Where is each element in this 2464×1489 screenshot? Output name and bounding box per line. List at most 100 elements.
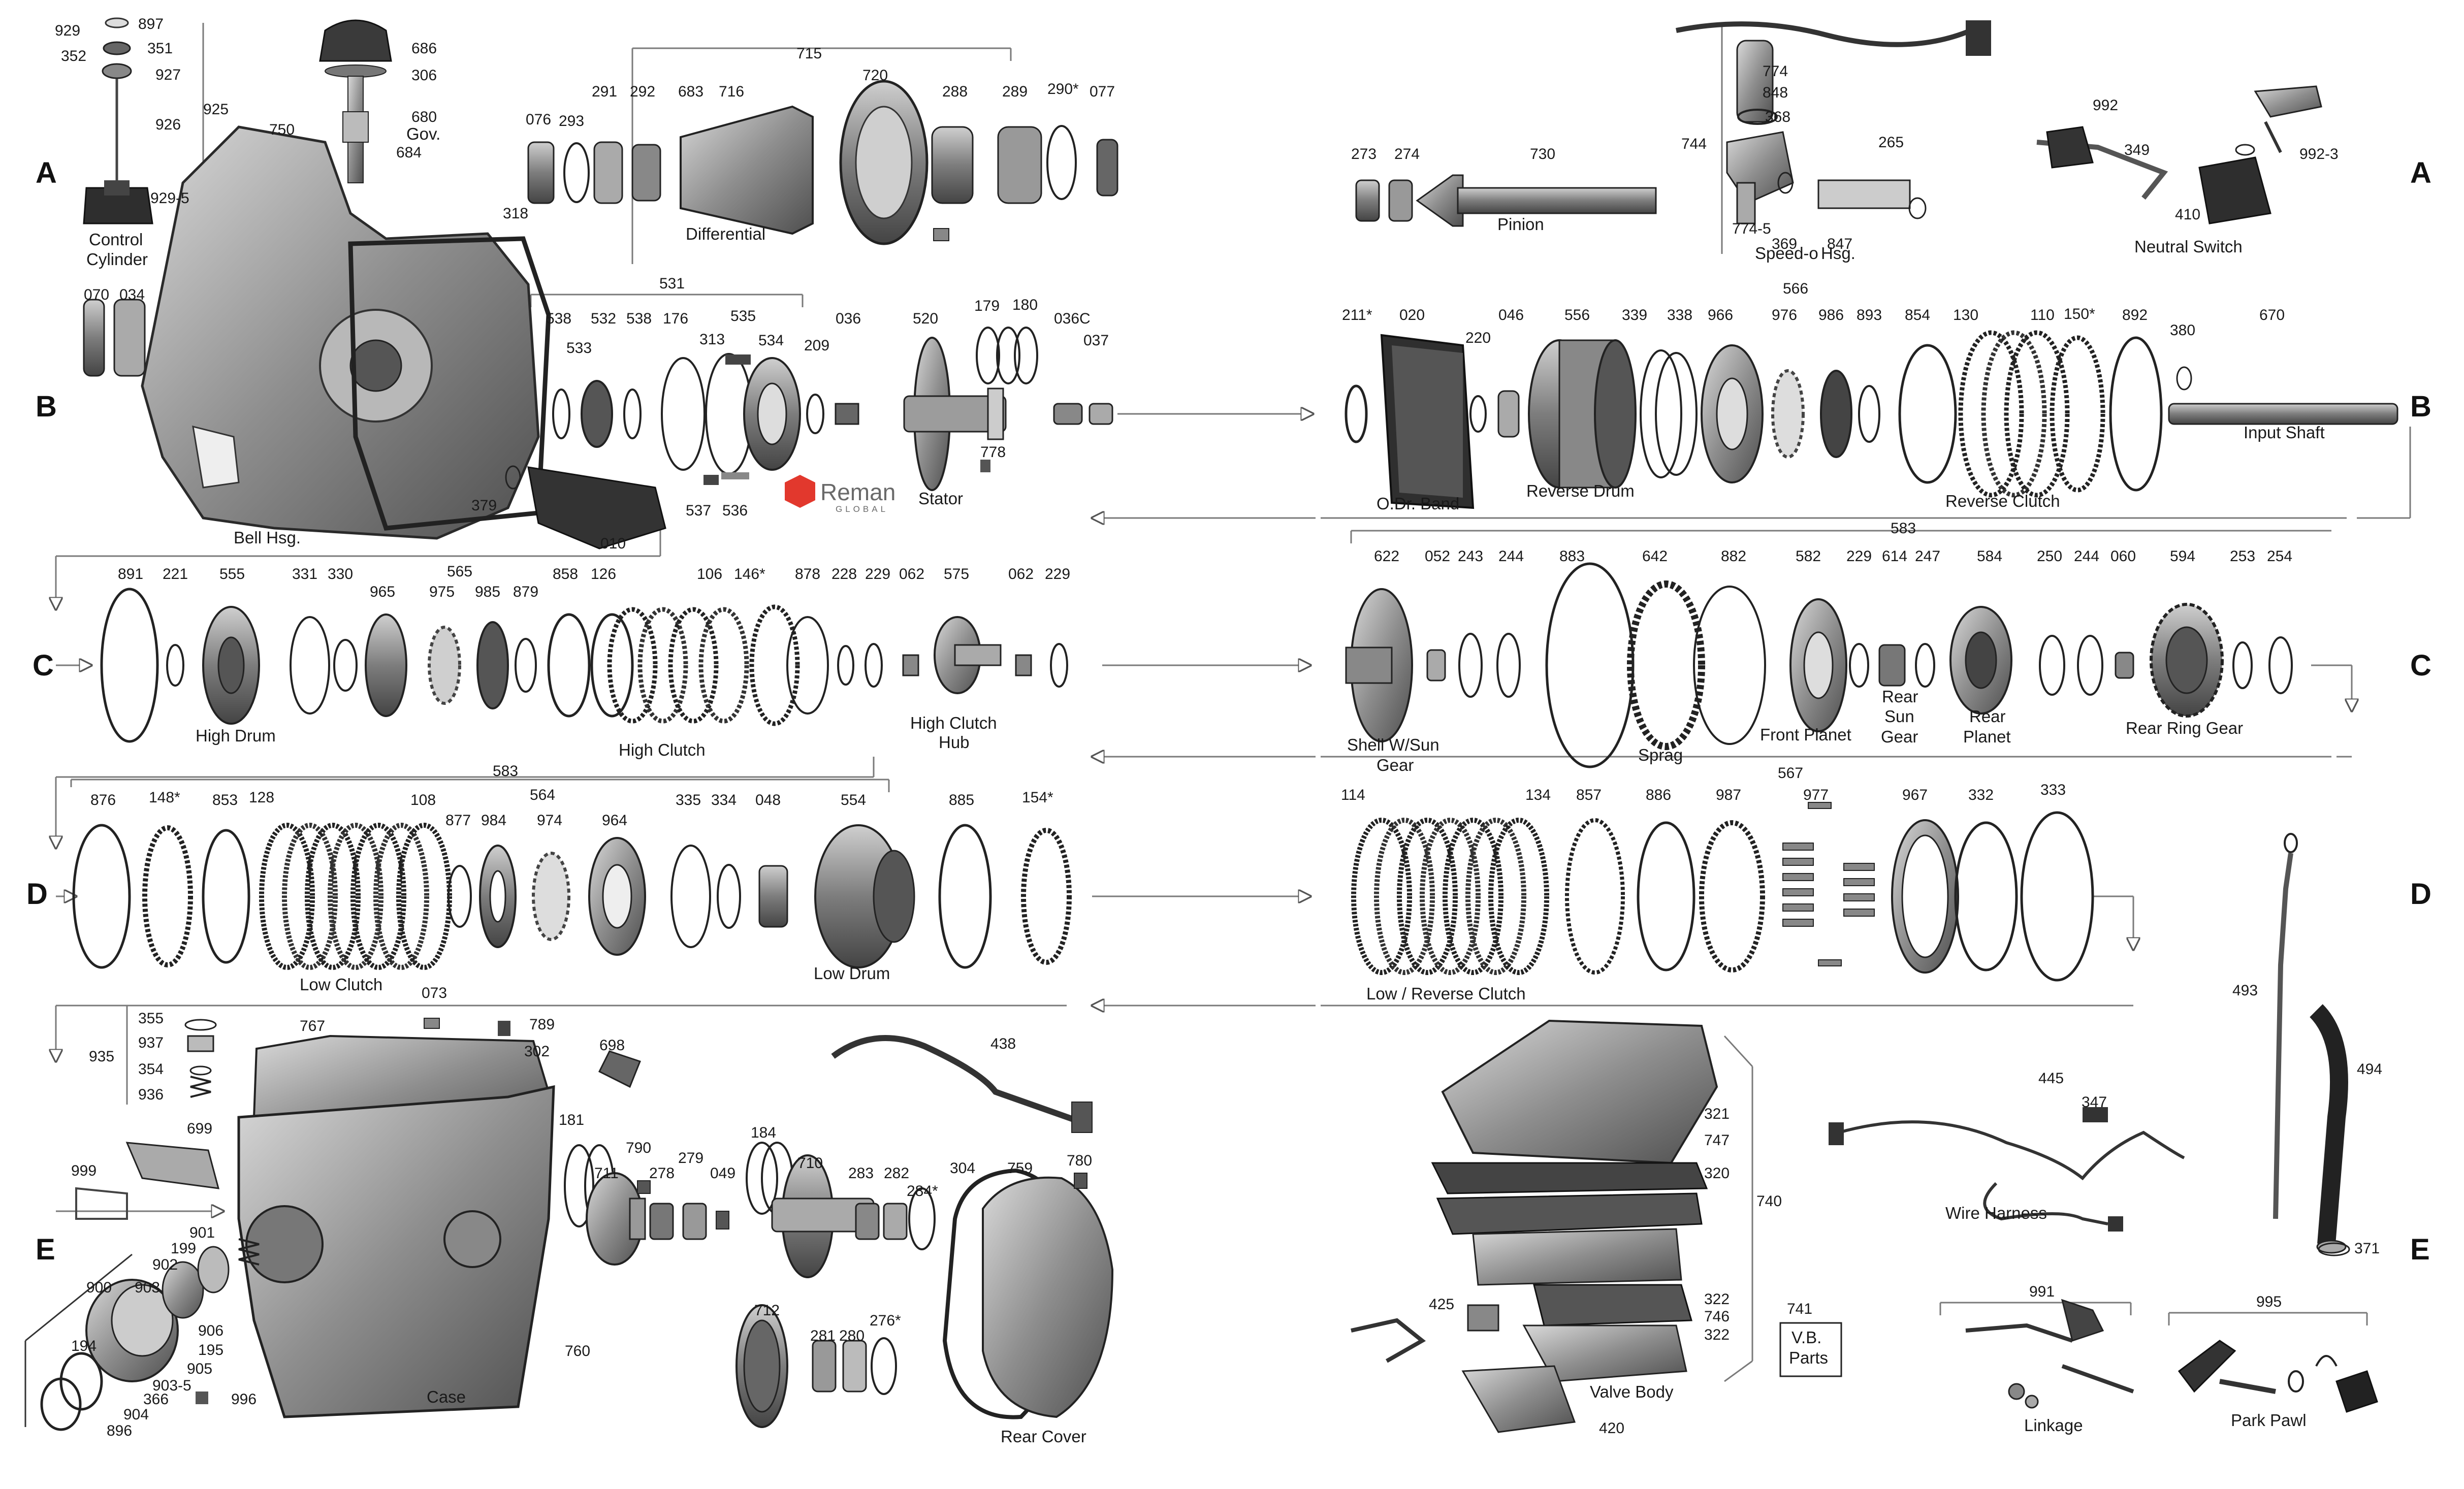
caption-stator: Stator xyxy=(918,489,963,508)
caption-input-shaft: Input Shaft xyxy=(2244,423,2325,442)
oil-pump-cover-010 xyxy=(527,466,666,549)
row-letter-a-left: A xyxy=(36,156,57,189)
part-number: 128 xyxy=(249,789,274,806)
part-number: 114 xyxy=(1341,787,1365,803)
part-number: 036 xyxy=(836,310,861,327)
caption-high-drum: High Drum xyxy=(196,726,276,745)
flow-lines xyxy=(56,23,2411,1382)
part-number: 062 xyxy=(899,566,924,582)
caption-control-cylinder-1: Control xyxy=(89,230,143,249)
part-number: 937 xyxy=(138,1034,164,1051)
part-number: 520 xyxy=(913,310,938,327)
part-number: 220 xyxy=(1465,330,1491,346)
row-letter-a-right: A xyxy=(2410,156,2431,189)
part-number: 243 xyxy=(1458,548,1483,565)
caption-rear-sun-gear-2: Sun xyxy=(1884,707,1914,726)
caption-park-pawl: Park Pawl xyxy=(2231,1411,2307,1430)
part-number: 379 xyxy=(471,497,497,514)
bell-housing xyxy=(141,125,540,540)
part-number: 221 xyxy=(163,566,188,582)
part-number: 536 xyxy=(722,502,748,519)
part-number: 986 xyxy=(1818,307,1844,323)
part-number: 985 xyxy=(475,584,500,600)
part-number: 306 xyxy=(411,67,437,84)
part-number: 060 xyxy=(2110,548,2136,565)
part-number: 538 xyxy=(546,310,571,327)
part-number: 354 xyxy=(138,1061,164,1078)
part-number: 493 xyxy=(2232,982,2258,999)
part-number: 999 xyxy=(71,1162,97,1179)
caption-odr-band: O.Dr. Band xyxy=(1377,494,1459,513)
part-number: 746 xyxy=(1704,1308,1730,1325)
row-letter-b-left: B xyxy=(36,390,57,423)
part-number: 995 xyxy=(2256,1293,2282,1310)
part-number: 876 xyxy=(90,792,116,808)
part-number: 209 xyxy=(804,337,829,354)
caption-differential: Differential xyxy=(686,224,765,243)
part-number: 584 xyxy=(1977,548,2002,565)
row-d-right-parts xyxy=(1351,802,2094,982)
part-number: 180 xyxy=(1012,297,1038,313)
part-number: 048 xyxy=(755,792,781,808)
part-number: 318 xyxy=(503,205,528,222)
row-letter-d-left: D xyxy=(26,878,48,911)
dipstick-assembly xyxy=(2273,833,2350,1256)
part-number: 292 xyxy=(630,83,655,100)
caption-valve-body: Valve Body xyxy=(1590,1382,1674,1401)
part-number: 368 xyxy=(1765,109,1790,125)
part-number: 291 xyxy=(592,83,617,100)
part-number: 076 xyxy=(526,111,551,128)
part-number: 780 xyxy=(1067,1152,1092,1169)
part-number: 699 xyxy=(187,1120,212,1137)
part-number: 199 xyxy=(171,1240,196,1257)
part-number: 330 xyxy=(328,566,353,582)
part-number: 134 xyxy=(1525,787,1551,803)
caption-bell-hsg: Bell Hsg. xyxy=(234,528,301,547)
part-number: 747 xyxy=(1704,1132,1730,1149)
caption-vb-parts-2: Parts xyxy=(1789,1348,1828,1367)
part-number: 555 xyxy=(219,566,245,582)
row-letter-e-right: E xyxy=(2410,1233,2430,1266)
part-number: 062 xyxy=(1008,566,1034,582)
part-number: 730 xyxy=(1530,146,1555,163)
part-number: 288 xyxy=(942,83,968,100)
part-number: 965 xyxy=(370,584,395,600)
caption-sprag: Sprag xyxy=(1638,746,1683,764)
part-number: 885 xyxy=(949,792,974,808)
wire-harness xyxy=(1829,1107,2185,1232)
part-number: 010 xyxy=(600,535,626,552)
caption-reverse-drum: Reverse Drum xyxy=(1526,481,1635,500)
part-number: 759 xyxy=(1007,1160,1033,1177)
part-number: 744 xyxy=(1681,136,1707,152)
part-number: 351 xyxy=(147,40,173,57)
row-d-left-parts xyxy=(72,823,1072,970)
part-number: 284* xyxy=(907,1183,938,1200)
part-number: 438 xyxy=(990,1035,1016,1052)
part-number: 279 xyxy=(678,1150,703,1167)
part-number: 741 xyxy=(1787,1301,1812,1317)
part-number: 281 xyxy=(810,1328,836,1344)
part-number: 445 xyxy=(2038,1070,2064,1087)
caption-case: Case xyxy=(427,1387,466,1406)
part-number: 274 xyxy=(1394,146,1420,163)
part-number: 891 xyxy=(118,566,143,582)
part-number: 878 xyxy=(795,566,820,582)
part-number: 110 xyxy=(2030,307,2055,323)
part-number: 334 xyxy=(711,792,737,808)
governor xyxy=(319,19,392,183)
caption-wire-harness: Wire Harness xyxy=(1945,1204,2047,1222)
part-number: 037 xyxy=(1083,332,1109,349)
part-number: 858 xyxy=(553,566,578,582)
part-number: 533 xyxy=(566,340,592,357)
logo-sub: GLOBAL xyxy=(836,504,888,514)
part-number: 228 xyxy=(831,566,857,582)
caption-rear-planet-2: Planet xyxy=(1963,727,2011,746)
part-number: 854 xyxy=(1905,307,1930,323)
control-cylinder xyxy=(83,17,153,224)
part-number: 304 xyxy=(950,1160,975,1177)
part-number: 108 xyxy=(410,792,436,808)
part-number: 282 xyxy=(884,1165,909,1182)
part-number: 335 xyxy=(676,792,701,808)
part-number: 106 xyxy=(697,566,722,582)
row-letter-b-right: B xyxy=(2410,390,2431,423)
